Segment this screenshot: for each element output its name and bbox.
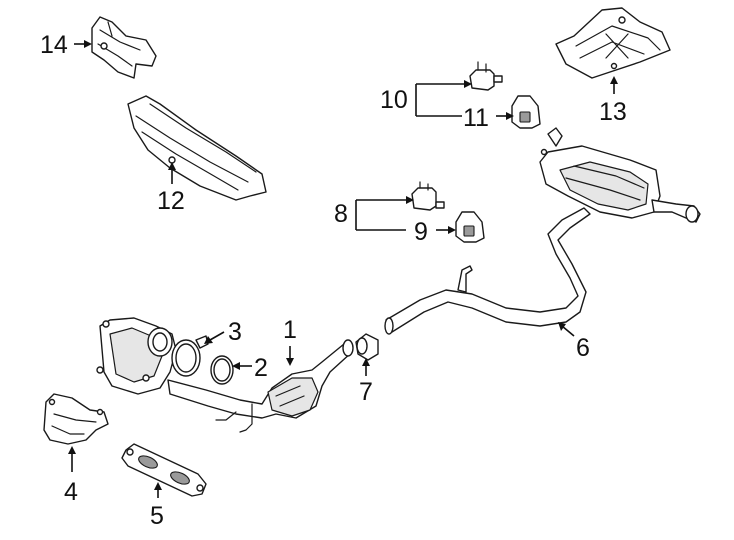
part-3-clamp [171, 335, 209, 377]
part-10-hanger-bracket [469, 61, 503, 91]
callout-14: 14 [40, 31, 68, 59]
callout-3: 3 [228, 318, 242, 346]
callout-7: 7 [359, 378, 373, 406]
part-11-insulator [511, 95, 541, 129]
part-8-hanger-bracket [411, 181, 445, 211]
part-4-heat-shield [43, 393, 109, 445]
callout-numbers: 14 12 13 10 11 8 9 1 3 2 6 7 4 5 [40, 31, 627, 530]
callout-13: 13 [599, 98, 627, 126]
callout-8: 8 [334, 200, 348, 228]
callout-leaders [68, 40, 618, 498]
part-12-heat-shield [127, 95, 267, 201]
callout-9: 9 [414, 218, 428, 246]
callout-11: 11 [463, 104, 489, 132]
part-14-heat-shield [91, 16, 157, 79]
callout-4: 4 [64, 478, 78, 506]
part-7-clamp [355, 333, 379, 361]
part-1-catalytic-converter [167, 339, 354, 433]
part-9-insulator [455, 211, 485, 243]
front-converter-housing [96, 317, 177, 395]
part-2-gasket [210, 355, 234, 385]
callout-5: 5 [150, 502, 164, 530]
part-5-gasket [121, 443, 207, 497]
callout-10: 10 [380, 86, 408, 114]
callout-12: 12 [157, 187, 185, 215]
muffler-assembly [539, 127, 701, 223]
callout-2: 2 [254, 354, 268, 382]
part-6-rear-pipe [384, 207, 591, 335]
callout-6: 6 [576, 334, 590, 362]
callout-1: 1 [283, 316, 297, 344]
part-13-heat-shield [555, 7, 671, 79]
